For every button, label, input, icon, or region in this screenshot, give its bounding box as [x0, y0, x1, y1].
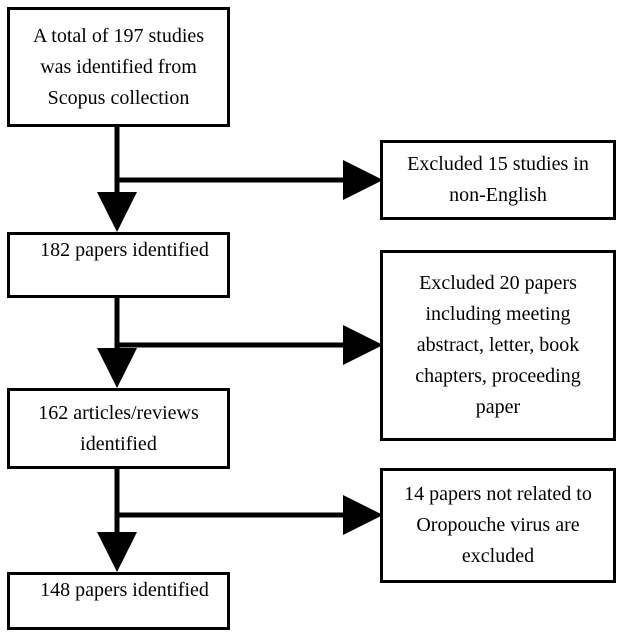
box-excluded-unrelated: 14 papers not related to Oropouche virus…	[380, 468, 616, 583]
box-excluded-language-line-1: Excluded 15 studies in	[407, 153, 589, 175]
box-identified: A total of 197 studies was identified fr…	[7, 7, 230, 127]
box-excluded-type-line-4: chapters, proceeding	[415, 365, 581, 387]
box-identified-line-3: Scopus collection	[47, 86, 190, 109]
box-identified-line-2: was identified from	[40, 55, 197, 78]
box-excluded-language-line-2: non-English	[449, 184, 547, 206]
box-after-language-line-1: 182 papers identified	[40, 239, 209, 261]
box-excluded-type-line-2: including meeting	[425, 303, 571, 325]
box-excluded-unrelated-line-1: 14 papers not related to	[404, 483, 592, 505]
box-after-type: 162 articles/reviews identified	[7, 388, 230, 469]
box-final: 148 papers identified	[7, 572, 230, 630]
box-after-type-line-2: identified	[80, 432, 157, 455]
box-identified-line-1: A total of 197 studies	[32, 24, 205, 47]
box-final-line-1: 148 papers identified	[40, 579, 209, 601]
box-after-type-line-1: 162 articles/reviews	[38, 401, 199, 424]
box-excluded-unrelated-line-2: Oropouche virus are	[416, 514, 580, 536]
box-excluded-type-line-3: abstract, letter, book	[416, 334, 580, 356]
box-excluded-type-line-5: paper	[475, 396, 521, 418]
box-excluded-type: Excluded 20 papers including meeting abs…	[380, 250, 616, 441]
box-after-language: 182 papers identified	[7, 232, 230, 298]
box-excluded-unrelated-line-3: excluded	[461, 545, 535, 567]
box-excluded-language: Excluded 15 studies in non-English	[380, 140, 616, 220]
box-excluded-type-line-1: Excluded 20 papers	[419, 272, 577, 294]
